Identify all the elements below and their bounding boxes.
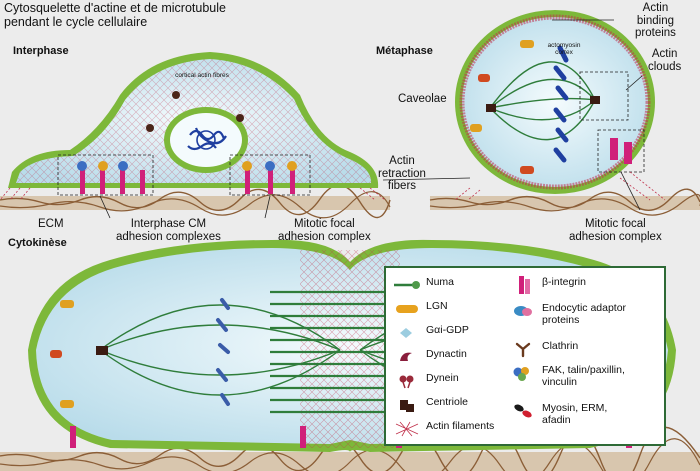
- interphase-cell: [0, 52, 386, 201]
- phase-label-interphase: Interphase: [13, 45, 69, 57]
- legend-item-fak: FAK, talin/paxillin, vinculin: [508, 364, 625, 388]
- mitotic-focal-right-line-2: adhesion complex: [569, 230, 662, 243]
- legend: Numa LGN Gαi-GDP Dynactin Dynein Centrio…: [384, 266, 666, 446]
- actin-clouds-line-2: clouds: [648, 60, 682, 73]
- legend-label-numa: Numa: [426, 276, 455, 288]
- myosin-erm-icon: [514, 404, 532, 418]
- actin-retraction-line-1: Actin: [389, 155, 415, 167]
- interphase-cm-line-1: Interphase CM: [130, 218, 207, 230]
- actin-retraction-line-3: fibers: [387, 180, 417, 193]
- actin-binding-label: Actin binding proteins: [635, 2, 676, 40]
- title-line-1: Cytosquelette d'actine et de microtubule: [4, 1, 226, 15]
- mitotic-focal-line-2: adhesion complex: [278, 230, 371, 243]
- legend-label-endocytic-line-1: Endocytic adaptor: [542, 302, 627, 314]
- legend-label-actin-filaments: Actin filaments: [426, 420, 495, 432]
- legend-label-gai-gdp: Gαi-GDP: [426, 324, 469, 336]
- actin-binding-line-3: proteins: [635, 27, 676, 40]
- actin-binding-line-1: Actin: [642, 2, 669, 14]
- interphase-cm-line-2: adhesion complexes: [116, 230, 221, 243]
- mitotic-focal-right-line-1: Mitotic focal: [584, 218, 646, 230]
- legend-item-dynein: Dynein: [392, 372, 459, 390]
- beta-integrin-icon: [519, 276, 530, 294]
- legend-label-dynactin: Dynactin: [426, 348, 467, 360]
- legend-item-numa: Numa: [392, 276, 454, 294]
- actin-clouds-label: Actin clouds: [648, 48, 681, 73]
- legend-label-myosin: Myosin, ERM, afadin: [542, 402, 607, 426]
- legend-label-fak-line-1: FAK, talin/paxillin,: [542, 364, 625, 376]
- legend-label-fak-line-2: vinculin: [542, 376, 578, 389]
- page-title: Cytosquelette d'actine et de microtubule…: [4, 1, 226, 30]
- fak-talin-icon: [513, 367, 529, 381]
- cortical-actin-label: cortical actin fibres: [175, 72, 229, 79]
- legend-item-endocytic: Endocytic adaptor proteins: [508, 302, 626, 326]
- numa-icon: [394, 281, 420, 289]
- legend-label-myosin-line-1: Myosin, ERM,: [542, 402, 608, 414]
- legend-item-lgn: LGN: [392, 300, 448, 318]
- gai-gdp-icon: [400, 328, 412, 338]
- phase-label-metaphase: Métaphase: [376, 45, 433, 57]
- mitotic-focal-right-label: Mitotic focal adhesion complex: [569, 218, 662, 243]
- clathrin-icon: [515, 342, 531, 358]
- legend-label-endocytic: Endocytic adaptor proteins: [542, 302, 626, 326]
- legend-item-gai-gdp: Gαi-GDP: [392, 324, 469, 342]
- legend-label-lgn: LGN: [426, 300, 448, 312]
- metaphase-cell: [454, 10, 666, 201]
- ecm-label: ECM: [38, 218, 64, 230]
- centriole-icon: [400, 400, 414, 412]
- legend-label-myosin-line-2: afadin: [542, 414, 571, 427]
- legend-label-beta-integrin: β-integrin: [542, 276, 586, 288]
- mitotic-focal-line-1: Mitotic focal: [293, 218, 355, 230]
- ecm-strip-top: [0, 184, 700, 219]
- legend-item-beta-integrin: β-integrin: [508, 276, 586, 294]
- lgn-icon: [396, 305, 418, 313]
- phase-label-cytokinese: Cytokinèse: [8, 237, 67, 249]
- legend-label-dynein: Dynein: [426, 372, 459, 384]
- legend-item-centriole: Centriole: [392, 396, 468, 414]
- caveolae-label: Caveolae: [398, 93, 447, 105]
- endocytic-adaptor-icon: [514, 306, 532, 316]
- actin-clouds-line-1: Actin: [651, 48, 678, 60]
- legend-label-clathrin: Clathrin: [542, 340, 579, 352]
- legend-item-dynactin: Dynactin: [392, 348, 467, 366]
- dynactin-icon: [400, 352, 412, 361]
- mitotic-focal-label: Mitotic focal adhesion complex: [278, 218, 371, 243]
- actomyosin-label: actomyosin cortex: [547, 42, 581, 57]
- legend-item-myosin: Myosin, ERM, afadin: [508, 402, 607, 426]
- interphase-cm-label: Interphase CM adhesion complexes: [116, 218, 221, 243]
- actin-filaments-icon: [395, 421, 419, 437]
- leader-lines: [99, 19, 643, 219]
- actin-retraction-line-2: retraction: [378, 167, 426, 180]
- actin-retraction-label: Actin retraction fibers: [378, 155, 426, 193]
- legend-item-actin-filaments: Actin filaments: [392, 420, 494, 438]
- legend-item-clathrin: Clathrin: [508, 340, 578, 358]
- actin-binding-line-2: binding: [636, 14, 674, 27]
- title-line-2: pendant le cycle cellulaire: [4, 14, 148, 29]
- legend-label-fak: FAK, talin/paxillin, vinculin: [542, 364, 625, 388]
- dynein-icon: [399, 375, 414, 389]
- legend-label-endocytic-line-2: proteins: [542, 314, 580, 327]
- legend-label-centriole: Centriole: [426, 396, 469, 408]
